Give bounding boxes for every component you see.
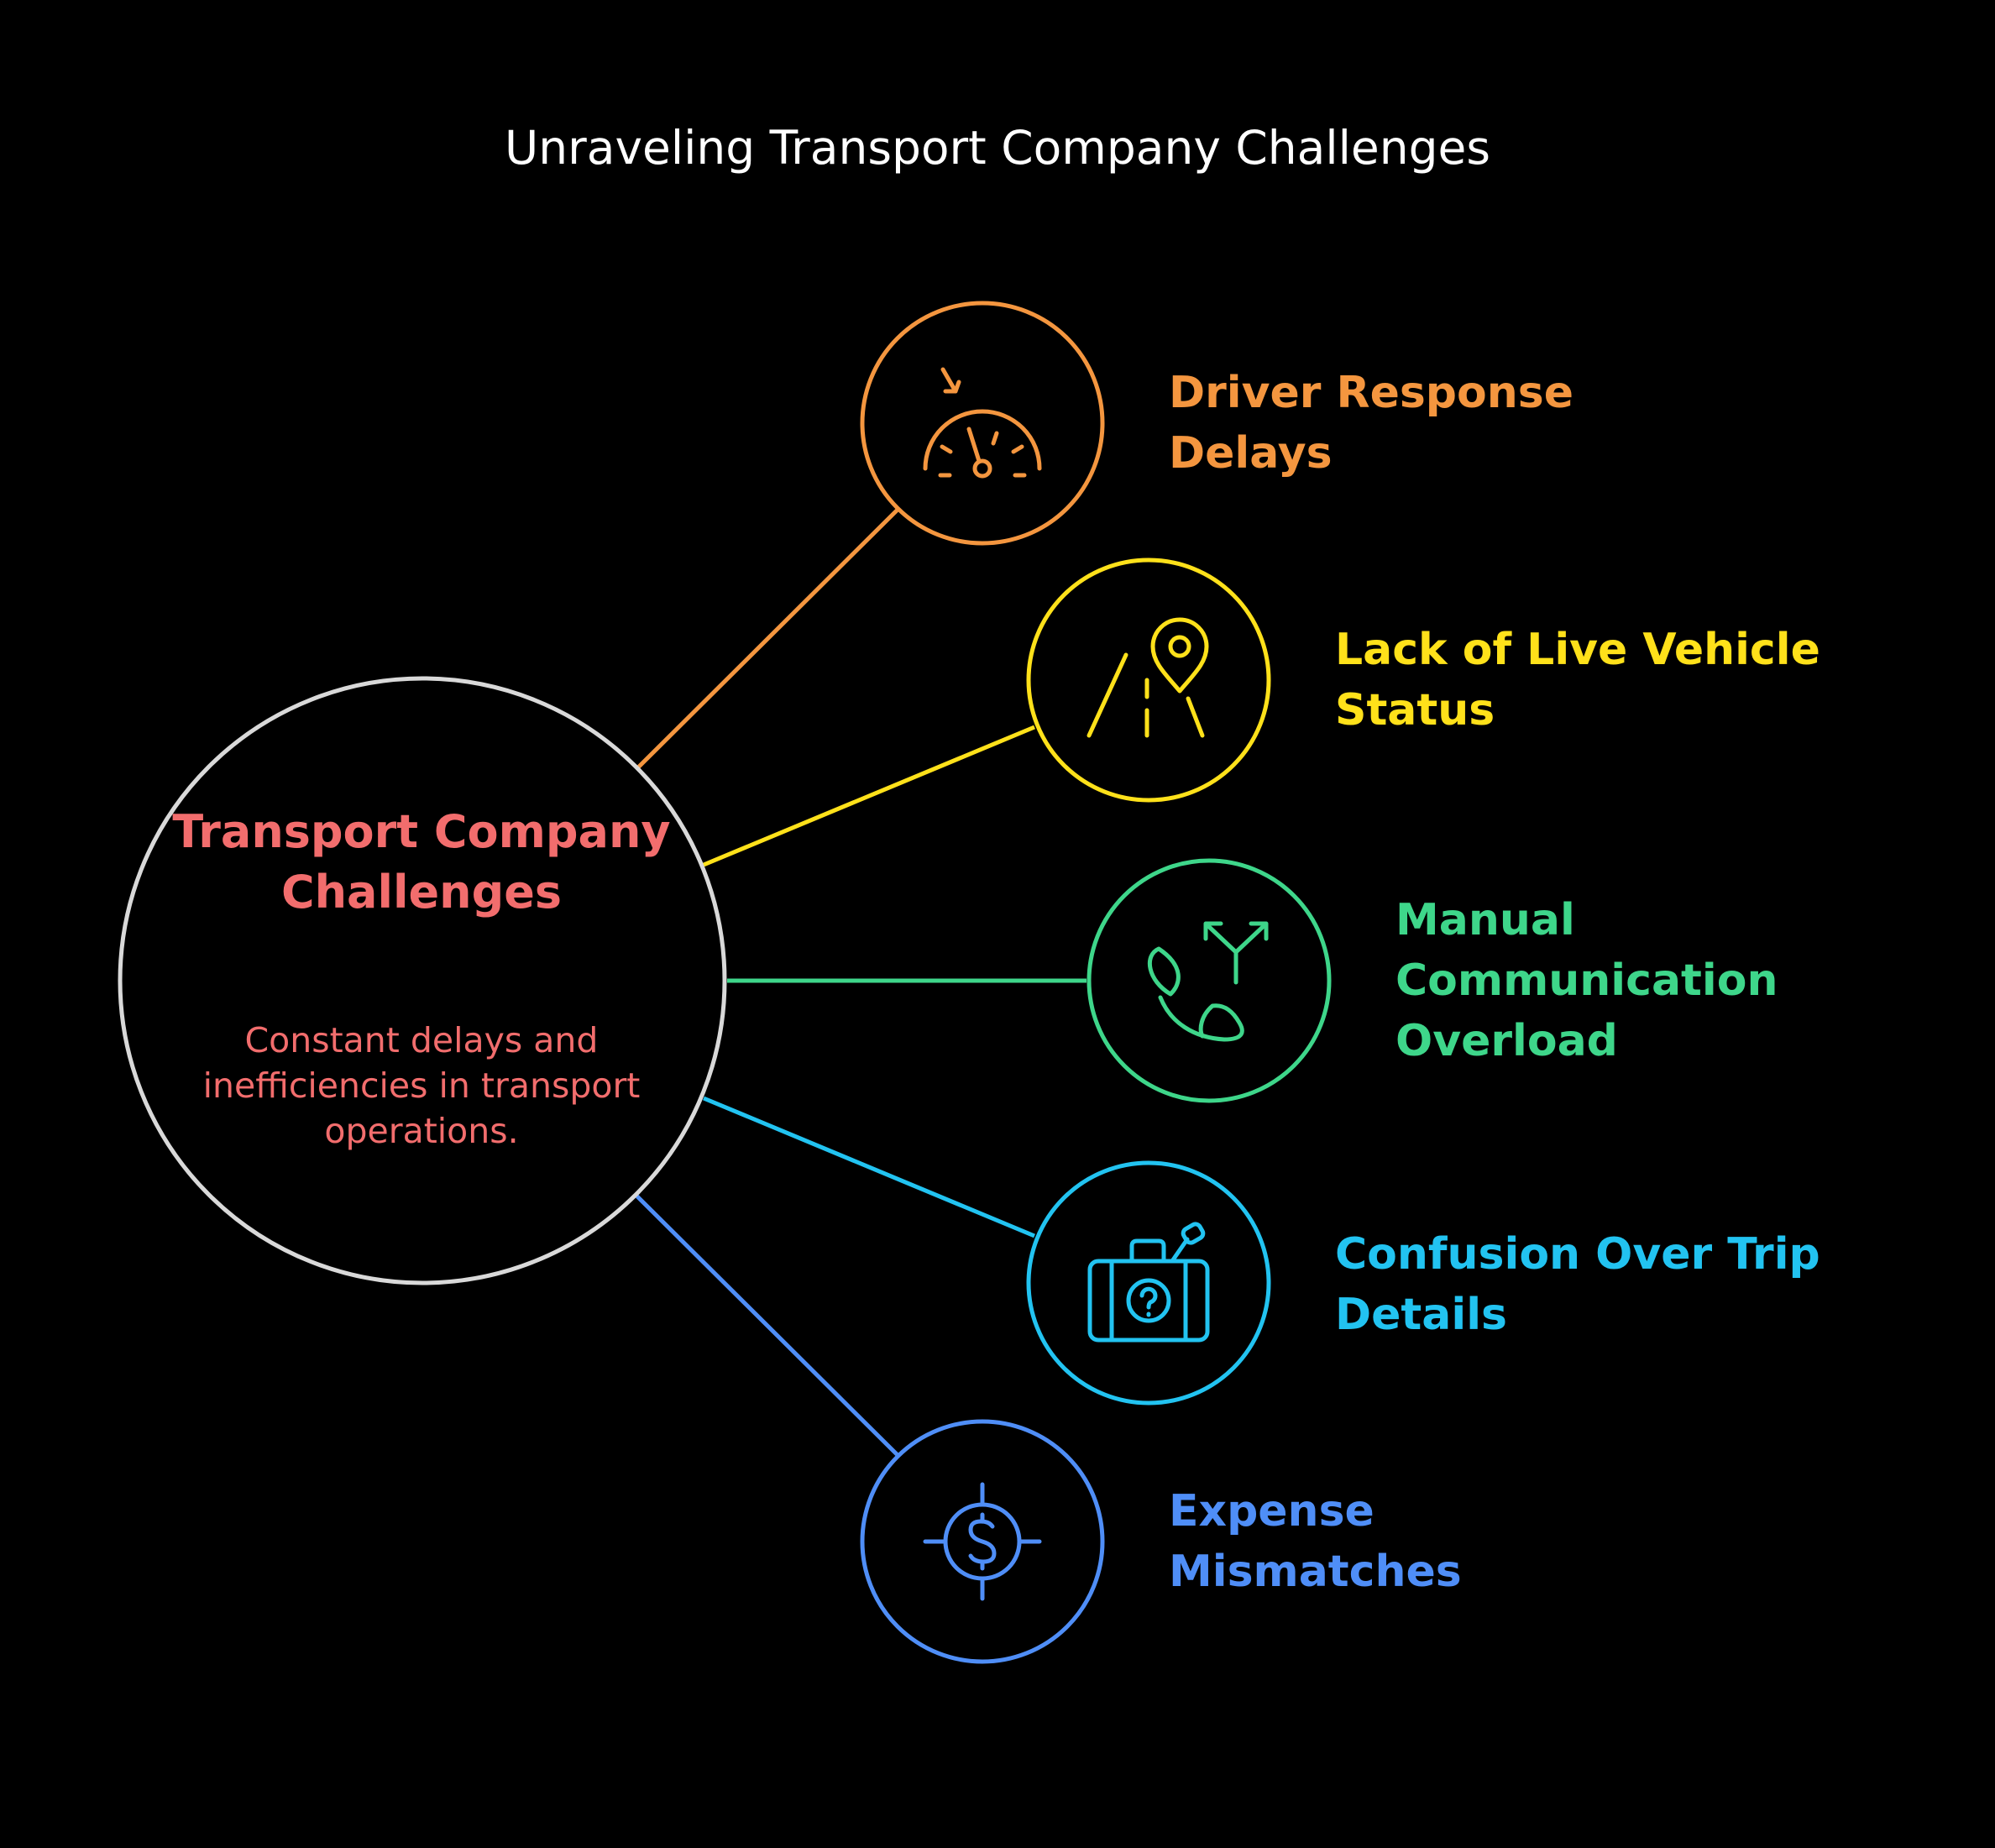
item-circle (1026, 1160, 1271, 1406)
label-manual-communication: Manual Communication Overload (1395, 895, 1778, 1066)
speedometer-icon (923, 367, 1042, 479)
label-expense-mismatches: Expense Mismatches (1169, 1486, 1462, 1597)
item-trip-details (1026, 1160, 1271, 1406)
page-title: Unraveling Transport Company Challenges (505, 121, 1490, 175)
item-driver-response-delays (860, 301, 1105, 546)
connector-trip-details (703, 1096, 1035, 1238)
connector-live-vehicle (703, 725, 1035, 867)
phone-direction-icon (1147, 921, 1269, 1042)
dollar-target-icon (923, 1482, 1042, 1601)
label-driver-response-delays: Driver Response Delays (1169, 368, 1573, 479)
item-circle (860, 301, 1105, 546)
connector-expense (635, 1194, 900, 1458)
connector-driver-response (635, 507, 900, 771)
item-live-vehicle-status (1026, 558, 1271, 803)
center-description: Constant delays and inefficiencies in tr… (202, 1020, 641, 1151)
center-circle (118, 676, 727, 1285)
item-manual-communication (1087, 858, 1332, 1103)
item-circle (1087, 858, 1332, 1103)
road-location-icon (1087, 617, 1209, 738)
luggage-question-icon (1087, 1222, 1210, 1343)
label-live-vehicle-status: Lack of Live Vehicle Status (1335, 625, 1820, 736)
center-title: Transport Company Challenges (172, 805, 671, 919)
label-trip-details: Confusion Over Trip Details (1335, 1229, 1820, 1340)
item-expense-mismatches (860, 1419, 1105, 1664)
